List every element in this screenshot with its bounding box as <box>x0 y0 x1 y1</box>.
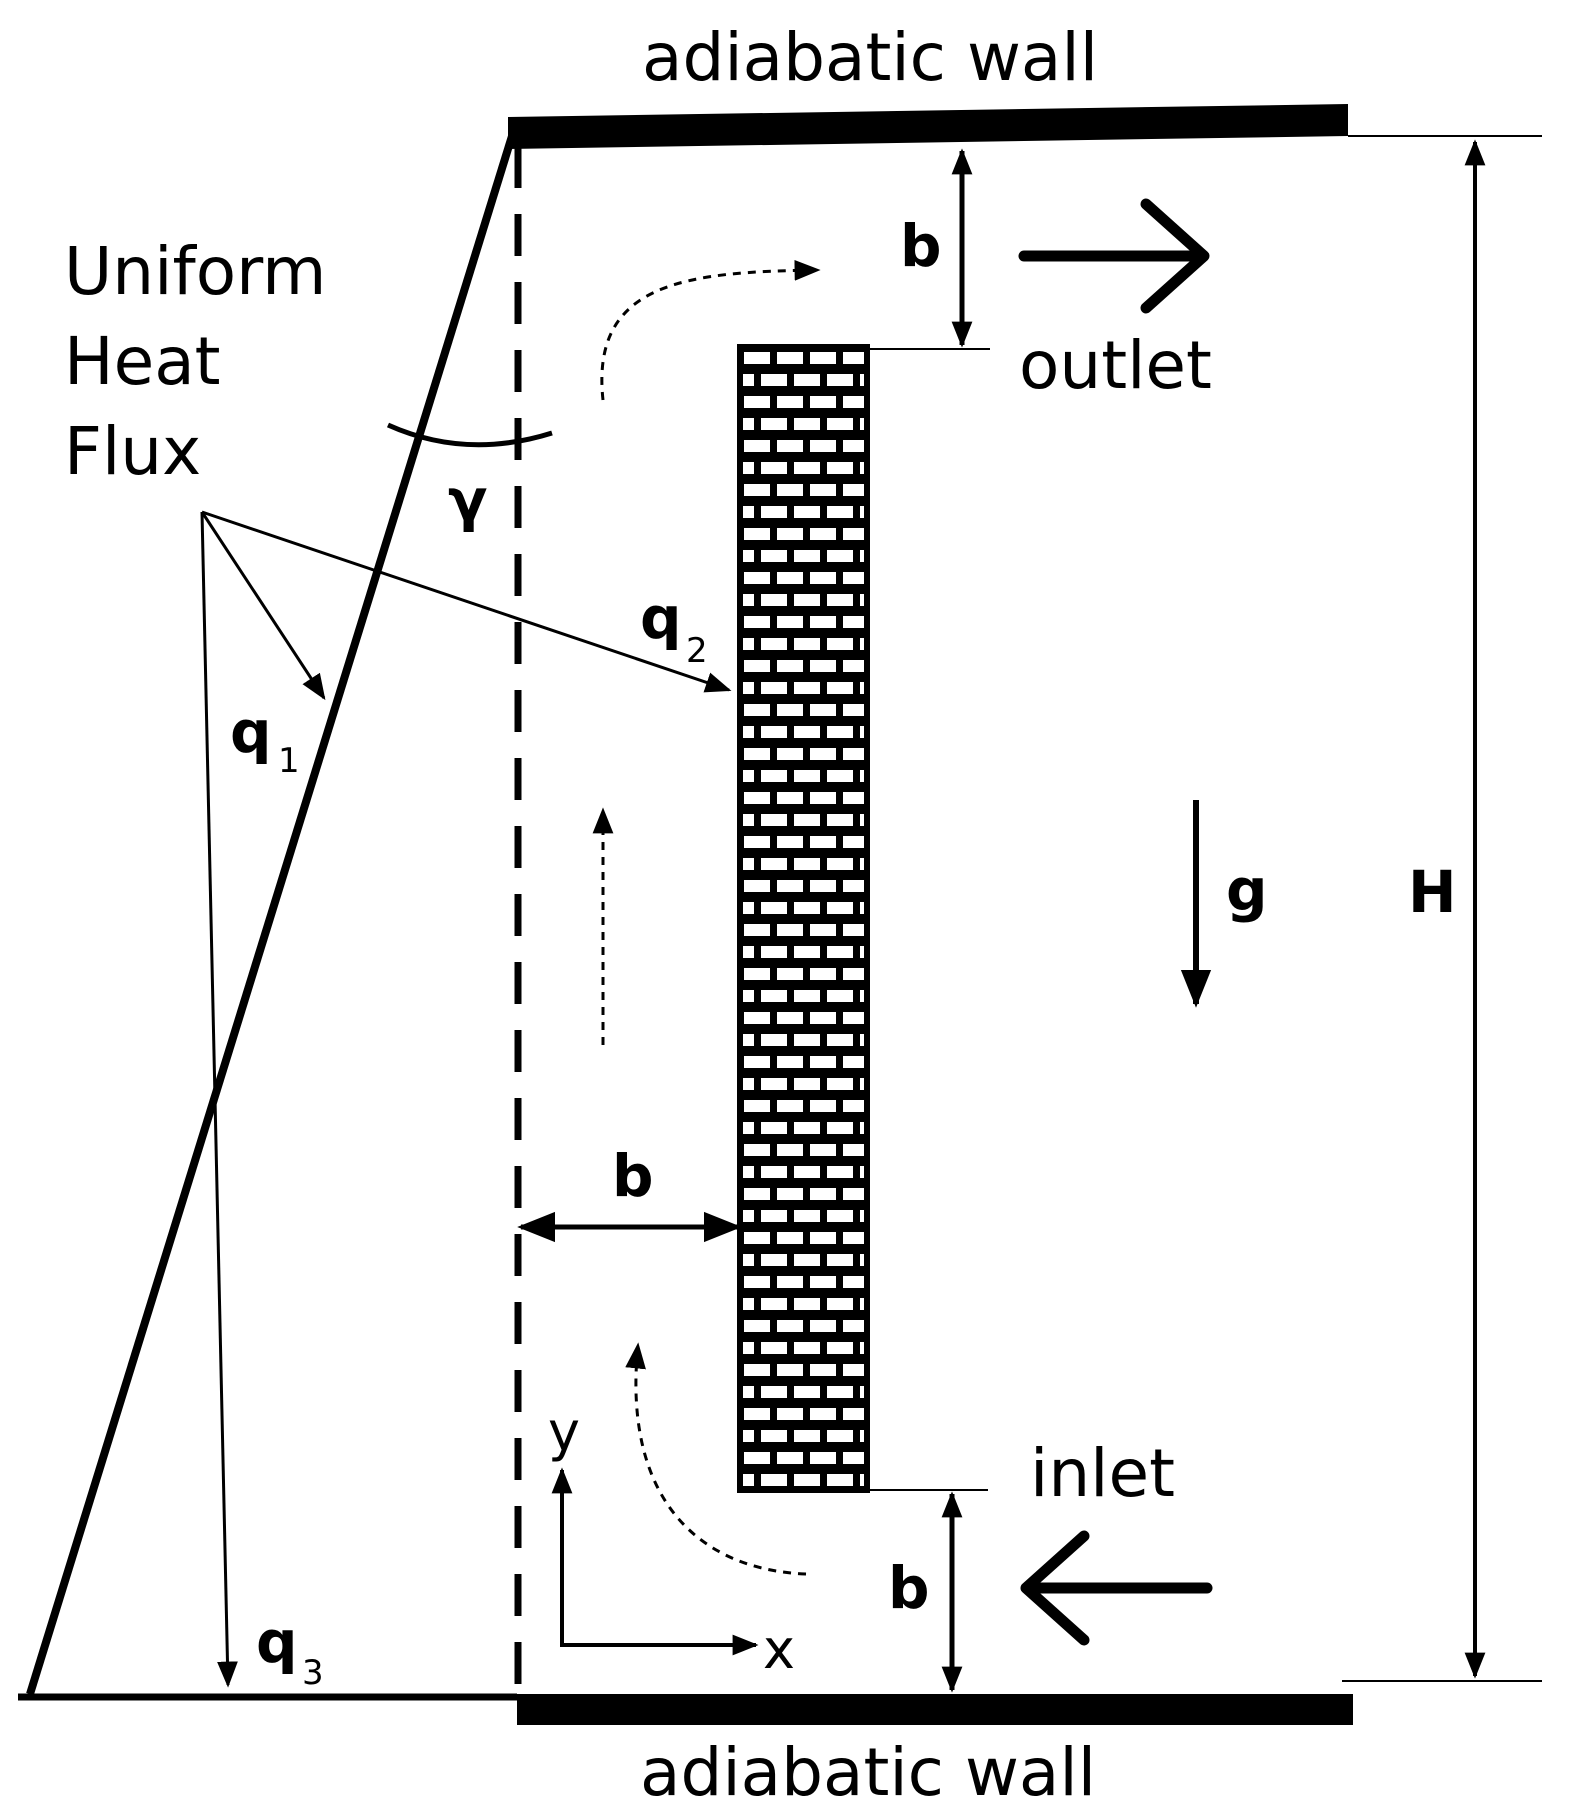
top-wall-label: adiabatic wall <box>642 19 1098 96</box>
bottom-wall-label: adiabatic wall <box>640 1734 1096 1811</box>
q1-label: q 1 <box>230 698 300 781</box>
svg-text:q: q <box>256 1608 298 1676</box>
outlet-gap-label: b <box>900 212 942 280</box>
svg-text:1: 1 <box>278 741 300 781</box>
q2-arrow <box>201 510 732 693</box>
svg-text:2: 2 <box>686 631 708 671</box>
inclined-heated-wall <box>26 134 516 1696</box>
q2-label: q 2 <box>640 584 708 671</box>
heat-flux-label-line3: Flux <box>64 413 201 490</box>
height-label: H <box>1408 858 1457 926</box>
flow-path-top <box>600 259 821 401</box>
y-axis-label: y <box>548 1400 580 1463</box>
brick-baffle <box>740 347 867 1490</box>
q3-arrow <box>200 511 238 1688</box>
angle-label: γ <box>448 466 488 534</box>
bottom-adiabatic-wall <box>517 1694 1353 1725</box>
svg-text:q: q <box>230 698 272 766</box>
top-adiabatic-wall <box>508 104 1348 149</box>
svg-text:3: 3 <box>302 1653 324 1693</box>
outlet-label: outlet <box>1019 327 1212 404</box>
q1-arrow <box>200 511 326 701</box>
inlet-gap-label: b <box>888 1554 930 1622</box>
inlet-label: inlet <box>1030 1435 1175 1512</box>
gravity-label: g <box>1226 856 1268 924</box>
heat-flux-label-line1: Uniform <box>64 233 326 310</box>
channel-gap-label: b <box>612 1142 654 1210</box>
x-axis-label: x <box>763 1618 795 1681</box>
q3-label: q 3 <box>256 1608 324 1693</box>
svg-text:q: q <box>640 584 682 652</box>
heat-flux-label-line2: Heat <box>64 323 221 400</box>
angle-arc <box>386 422 553 448</box>
outlet-flow-arrow <box>1018 198 1210 314</box>
brick-baffle-outline <box>737 344 870 1493</box>
inlet-flow-arrow <box>1020 1530 1213 1646</box>
